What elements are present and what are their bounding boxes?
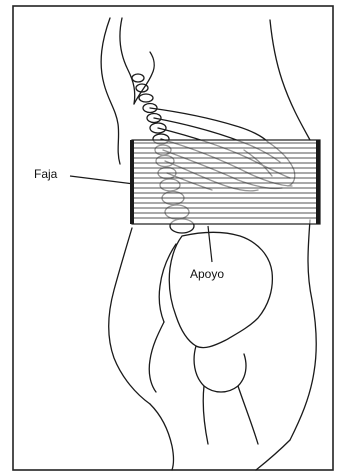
belt-left-edge: [130, 140, 134, 224]
femur: [203, 386, 258, 444]
figure-frame: [13, 6, 333, 470]
belt-right-edge: [316, 140, 320, 224]
torso-front-outline: [270, 20, 310, 140]
ischium: [149, 322, 164, 392]
thigh-outline: [150, 404, 174, 470]
support-belt: [130, 140, 320, 224]
belt-label: Faja: [34, 167, 58, 181]
abdomen-outline: [290, 220, 316, 440]
arm-outline: [120, 18, 135, 104]
back-outline: [101, 18, 120, 164]
support-leader-line: [208, 226, 212, 262]
support-label: Apoyo: [190, 267, 224, 281]
hip-outline: [109, 228, 150, 404]
pelvis: [169, 232, 272, 347]
front-thigh-outline: [256, 440, 290, 470]
hip-socket: [194, 346, 246, 392]
belt-leader-line: [70, 176, 134, 184]
belt-callout: Faja: [34, 167, 134, 184]
